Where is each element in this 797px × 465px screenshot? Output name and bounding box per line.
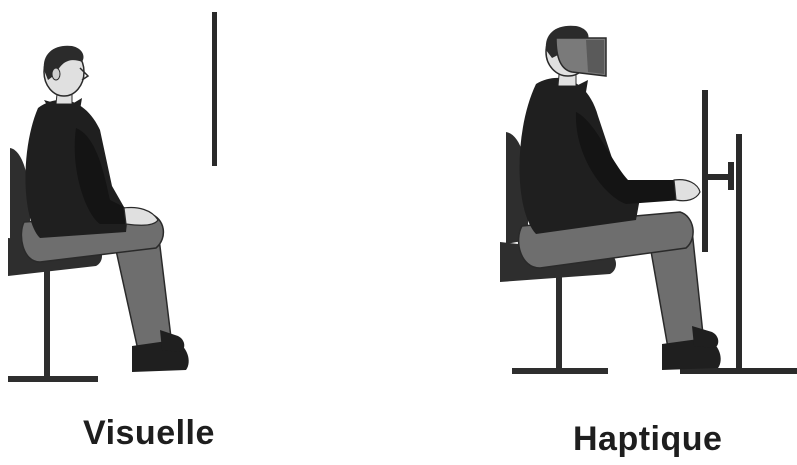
caption-haptic: Haptique [573, 420, 722, 459]
caption-visual: Visuelle [83, 414, 215, 453]
vertical-bar-icon [212, 12, 217, 166]
panel-haptic [500, 26, 797, 374]
panel-visual [8, 12, 217, 382]
seated-person-icon [519, 26, 721, 370]
